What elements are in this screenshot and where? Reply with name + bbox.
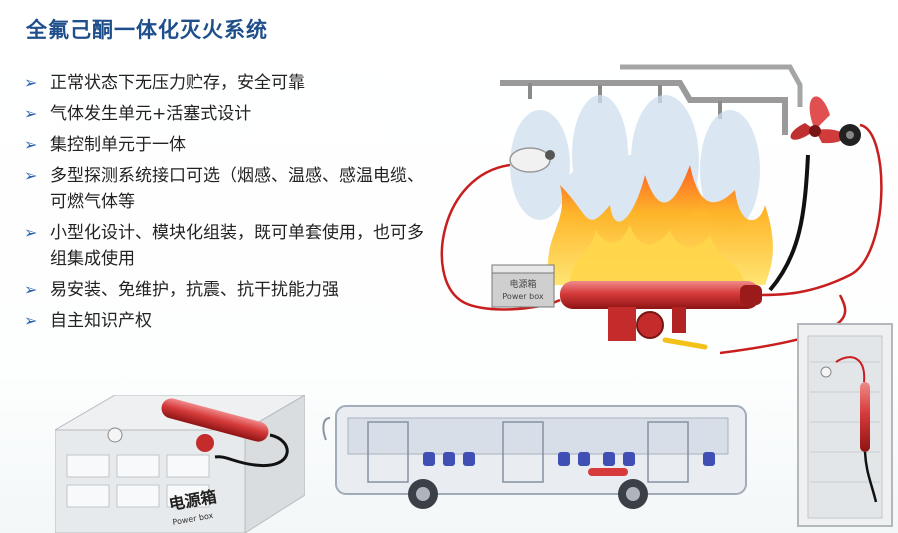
heat-sensing-cable	[214, 433, 289, 468]
rack-diagram	[797, 323, 893, 527]
system-diagram: 电源箱 Power box	[440, 64, 883, 355]
passenger-seat-icon	[423, 452, 715, 466]
extinguisher-cylinder	[161, 398, 269, 452]
feature-item: ➢多型探测系统接口可选（烟感、温感、感温电缆、可燃气体等	[24, 163, 434, 215]
feature-item: ➢正常状态下无压力贮存，安全可靠	[24, 70, 434, 96]
smoke-detector-icon	[509, 147, 555, 173]
fire-icon	[547, 165, 773, 285]
extinguisher-cylinder	[835, 356, 878, 503]
agent-mist	[510, 95, 760, 235]
svg-text:电源箱: 电源箱	[509, 278, 536, 290]
fan-icon	[790, 96, 861, 146]
chevron-right-icon: ➢	[24, 311, 38, 330]
chevron-right-icon: ➢	[24, 104, 38, 123]
page-title: 全氟己酮一体化灭火系统	[26, 18, 268, 42]
feature-item: ➢易安装、免维护，抗震、抗干扰能力强	[24, 277, 434, 303]
feature-item: ➢小型化设计、模块化组装，既可单套使用，也可多组集成使用	[24, 220, 434, 272]
bus-diagram	[322, 405, 747, 509]
feature-item: ➢自主知识产权	[24, 308, 434, 334]
extinguisher-cylinder	[588, 468, 628, 476]
chevron-right-icon: ➢	[24, 280, 38, 299]
smoke-detector-icon	[820, 366, 832, 378]
wheel-icon	[408, 479, 648, 509]
smoke-detector-icon	[107, 427, 123, 443]
heat-sensing-cable	[768, 154, 810, 292]
chevron-right-icon: ➢	[24, 135, 38, 154]
equipment-rack	[797, 323, 893, 527]
spray-pipe	[500, 64, 803, 135]
feature-item: ➢气体发生单元+活塞式设计	[24, 101, 434, 127]
feature-list: ➢正常状态下无压力贮存，安全可靠 ➢气体发生单元+活塞式设计 ➢集控制单元于一体…	[24, 70, 434, 339]
power-box: 电源箱 Power box	[491, 264, 555, 308]
feature-item: ➢集控制单元于一体	[24, 132, 434, 158]
chevron-right-icon: ➢	[24, 73, 38, 92]
svg-text:Power box: Power box	[502, 292, 543, 301]
chevron-right-icon: ➢	[24, 223, 38, 242]
chevron-right-icon: ➢	[24, 166, 38, 185]
extinguisher-cylinder	[560, 281, 762, 350]
cabinet-diagram: 电源箱 Power box	[55, 395, 305, 533]
bus-body	[322, 405, 747, 495]
